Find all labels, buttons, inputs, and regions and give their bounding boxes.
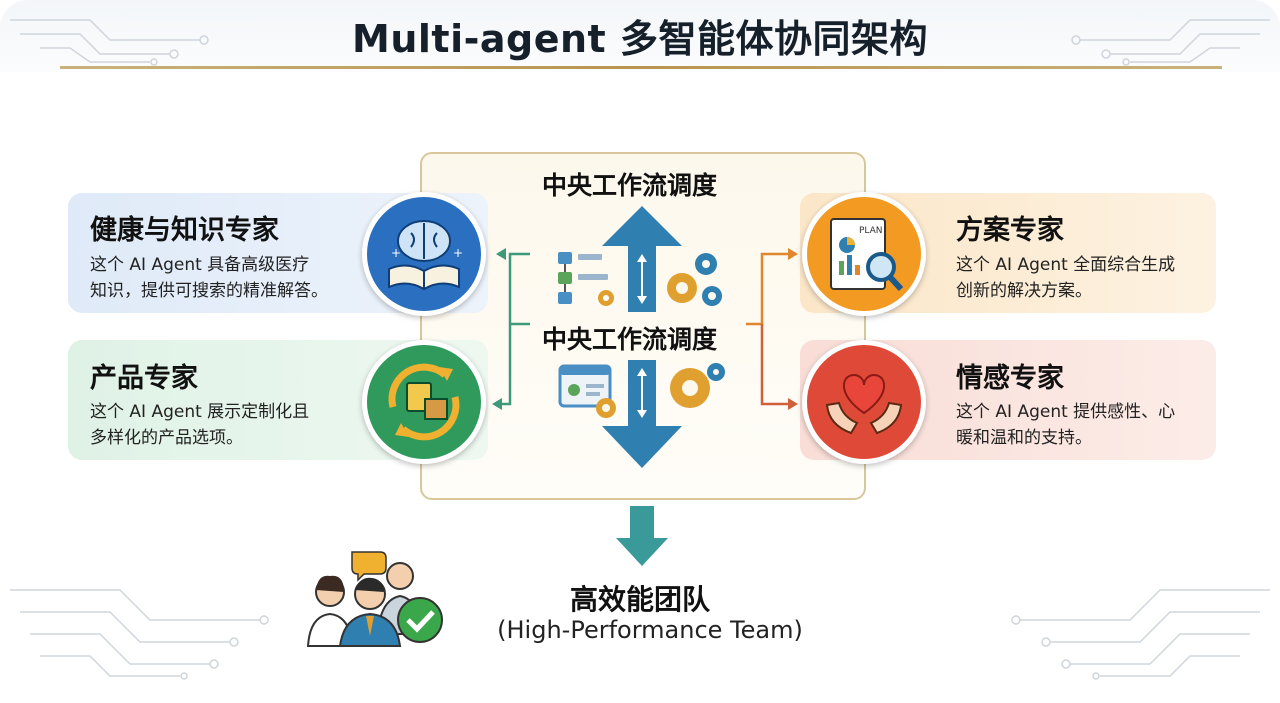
agent-name: 方案专家 xyxy=(956,215,1064,246)
team-people-icon xyxy=(306,551,443,647)
team-title: 高效能团队 xyxy=(569,583,710,616)
agent-description-line: 这个 AI Agent 提供感性、心 xyxy=(956,402,1176,422)
agent-description-line: 创新的解决方案。 xyxy=(956,281,1092,301)
svg-text:+: + xyxy=(453,246,463,260)
agent-description-line: 这个 AI Agent 具备高级医疗 xyxy=(90,255,310,275)
plan-label: PLAN xyxy=(859,226,883,236)
heart-hands-icon xyxy=(802,340,926,464)
circuit-decoration-bottom-left xyxy=(10,589,269,680)
central-workflow-title-middle: 中央工作流调度 xyxy=(542,325,718,354)
page-title: Multi-agent 多智能体协同架构 xyxy=(352,17,928,61)
plan-document-icon: PLAN xyxy=(802,192,926,316)
central-workflow-title-top: 中央工作流调度 xyxy=(542,171,718,200)
monitor-gear-icon xyxy=(558,364,616,418)
down-to-team-arrow-icon xyxy=(616,506,668,566)
title-underline xyxy=(60,66,1222,69)
circuit-decoration-bottom-right xyxy=(1011,589,1270,680)
right-connector xyxy=(746,248,798,410)
central-arrows xyxy=(602,206,682,468)
brain-book-icon: + + xyxy=(362,192,486,316)
product-box-icon xyxy=(362,340,486,464)
large-gear-icon xyxy=(670,363,725,408)
circuit-decoration-top-right xyxy=(1071,19,1270,66)
agent-description-line: 暖和温和的支持。 xyxy=(956,428,1092,448)
circuit-decoration-top-left xyxy=(10,19,209,66)
flowchart-icon xyxy=(558,252,614,306)
agent-name: 产品专家 xyxy=(90,363,198,394)
agent-name: 情感专家 xyxy=(956,363,1064,394)
agent-description-line: 多样化的产品选项。 xyxy=(90,428,243,448)
agent-description-line: 这个 AI Agent 展示定制化且 xyxy=(90,402,310,422)
left-connector xyxy=(492,248,530,410)
agent-description-line: 这个 AI Agent 全面综合生成 xyxy=(956,255,1176,275)
gears-icon xyxy=(667,253,722,306)
header-band xyxy=(0,0,1280,72)
svg-text:+: + xyxy=(391,246,401,260)
agent-description-line: 知识，提供可搜索的精准解答。 xyxy=(90,281,328,301)
team-subtitle: (High-Performance Team) xyxy=(497,616,803,644)
agent-name: 健康与知识专家 xyxy=(90,215,279,246)
